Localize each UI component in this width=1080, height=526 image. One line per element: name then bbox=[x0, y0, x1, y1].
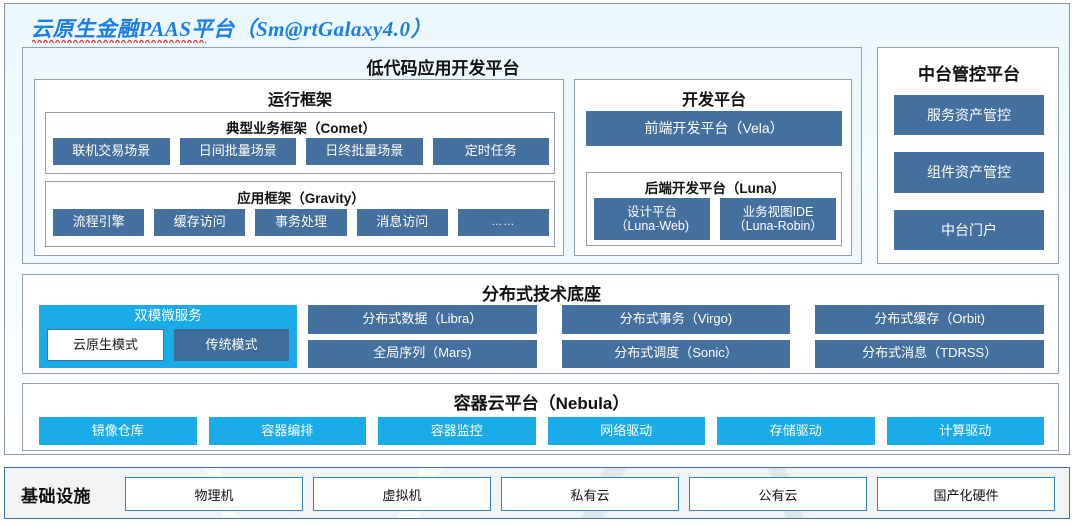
luna-robin-line2: （Luna-Robin） bbox=[733, 219, 823, 233]
backend-dev-platform-header: 后端开发平台（Luna） bbox=[644, 181, 786, 196]
platform-outer-card: 云原生金融PAAS平台（Sm@rtGalaxy4.0） 低代码应用开发平台 运行… bbox=[4, 3, 1070, 455]
luna-web-chip[interactable]: 设计平台 （Luna-Web) bbox=[594, 198, 710, 240]
lowcode-platform-header: 低代码应用开发平台 bbox=[366, 59, 520, 78]
infrastructure-item[interactable]: 虚拟机 bbox=[313, 477, 491, 511]
spellcheck-squiggle-underline bbox=[32, 38, 208, 43]
dual-mode-header: 双模微服务 bbox=[134, 308, 202, 323]
mid-platform-panel: 中台管控平台 服务资产管控 组件资产管控 中台门户 bbox=[877, 47, 1059, 264]
infrastructure-item[interactable]: 国产化硬件 bbox=[877, 477, 1055, 511]
gravity-item[interactable]: 事务处理 bbox=[255, 209, 347, 236]
lowcode-platform-panel: 低代码应用开发平台 运行框架 典型业务框架（Comet） 联机交易场景 日间批量… bbox=[22, 47, 862, 264]
frontend-dev-platform-chip[interactable]: 前端开发平台（Vela） bbox=[586, 111, 842, 146]
infrastructure-item[interactable]: 公有云 bbox=[689, 477, 867, 511]
runtime-framework-panel: 运行框架 典型业务框架（Comet） 联机交易场景 日间批量场景 日终批量场景 … bbox=[34, 79, 564, 256]
traditional-mode-chip[interactable]: 传统模式 bbox=[174, 329, 289, 361]
gravity-item[interactable]: 消息访问 bbox=[356, 209, 448, 236]
gravity-item[interactable]: 缓存访问 bbox=[154, 209, 246, 236]
distributed-base-header: 分布式技术底座 bbox=[482, 285, 601, 304]
distributed-item[interactable]: 分布式数据（Libra） bbox=[308, 305, 537, 334]
luna-web-line1: 设计平台 bbox=[626, 204, 677, 219]
comet-item[interactable]: 日间批量场景 bbox=[179, 138, 296, 165]
dev-platform-panel: 开发平台 前端开发平台（Vela） 后端开发平台（Luna） 设计平台 （Lun… bbox=[574, 79, 852, 256]
comet-item[interactable]: 日终批量场景 bbox=[306, 138, 423, 165]
container-cloud-header: 容器云平台（Nebula） bbox=[453, 394, 630, 413]
distributed-item[interactable]: 分布式消息（TDRSS） bbox=[815, 339, 1045, 368]
gravity-panel: 应用框架（Gravity） 流程引擎 缓存访问 事务处理 消息访问 …… bbox=[45, 181, 555, 247]
comet-item[interactable]: 定时任务 bbox=[432, 138, 549, 165]
comet-item[interactable]: 联机交易场景 bbox=[53, 138, 170, 165]
mid-platform-item[interactable]: 服务资产管控 bbox=[894, 95, 1044, 136]
distributed-item[interactable]: 分布式缓存（Orbit) bbox=[815, 305, 1045, 334]
mid-platform-item[interactable]: 中台门户 bbox=[894, 209, 1044, 250]
gravity-item-more[interactable]: …… bbox=[457, 209, 550, 236]
container-cloud-panel: 容器云平台（Nebula） 镜像仓库 容器编排 容器监控 网络驱动 存储驱动 计… bbox=[22, 383, 1059, 451]
dual-mode-microservice-panel: 双模微服务 云原生模式 传统模式 bbox=[39, 305, 297, 368]
dev-platform-header: 开发平台 bbox=[681, 92, 746, 109]
container-cloud-item[interactable]: 容器编排 bbox=[208, 417, 366, 445]
distributed-item[interactable]: 全局序列（Mars) bbox=[308, 339, 537, 368]
comet-header: 典型业务框架（Comet） bbox=[225, 121, 376, 136]
infrastructure-item[interactable]: 私有云 bbox=[501, 477, 679, 511]
backend-dev-platform-panel: 后端开发平台（Luna） 设计平台 （Luna-Web) 业务视图IDE （Lu… bbox=[586, 172, 842, 246]
luna-robin-chip[interactable]: 业务视图IDE （Luna-Robin） bbox=[720, 198, 836, 240]
page-title: 云原生金融PAAS平台（Sm@rtGalaxy4.0） bbox=[31, 17, 433, 41]
infrastructure-items: 物理机 虚拟机 私有云 公有云 国产化硬件 bbox=[125, 477, 1055, 511]
container-cloud-item[interactable]: 计算驱动 bbox=[886, 417, 1044, 445]
gravity-header: 应用框架（Gravity） bbox=[237, 191, 365, 206]
container-cloud-item[interactable]: 镜像仓库 bbox=[39, 417, 197, 445]
cloud-native-mode-chip[interactable]: 云原生模式 bbox=[47, 329, 164, 361]
infrastructure-bar: 基础设施 物理机 虚拟机 私有云 公有云 国产化硬件 bbox=[4, 467, 1070, 519]
distributed-item[interactable]: 分布式事务（Virgo) bbox=[561, 305, 791, 334]
infrastructure-label: 基础设施 bbox=[21, 487, 91, 506]
distributed-item[interactable]: 分布式调度（Sonic） bbox=[561, 339, 791, 368]
container-cloud-item[interactable]: 存储驱动 bbox=[717, 417, 875, 445]
comet-panel: 典型业务框架（Comet） 联机交易场景 日间批量场景 日终批量场景 定时任务 bbox=[45, 112, 555, 174]
luna-web-line2: （Luna-Web) bbox=[614, 219, 690, 233]
gravity-item[interactable]: 流程引擎 bbox=[53, 209, 145, 236]
infrastructure-item[interactable]: 物理机 bbox=[125, 477, 303, 511]
mid-platform-item[interactable]: 组件资产管控 bbox=[894, 152, 1044, 193]
container-cloud-item[interactable]: 容器监控 bbox=[378, 417, 536, 445]
container-cloud-item[interactable]: 网络驱动 bbox=[547, 417, 705, 445]
luna-robin-line1: 业务视图IDE bbox=[742, 204, 814, 219]
mid-platform-header: 中台管控平台 bbox=[918, 65, 1020, 84]
runtime-framework-header: 运行框架 bbox=[267, 92, 332, 109]
distributed-base-panel: 分布式技术底座 双模微服务 云原生模式 传统模式 分布式数据（Libra） 全局… bbox=[22, 274, 1059, 374]
